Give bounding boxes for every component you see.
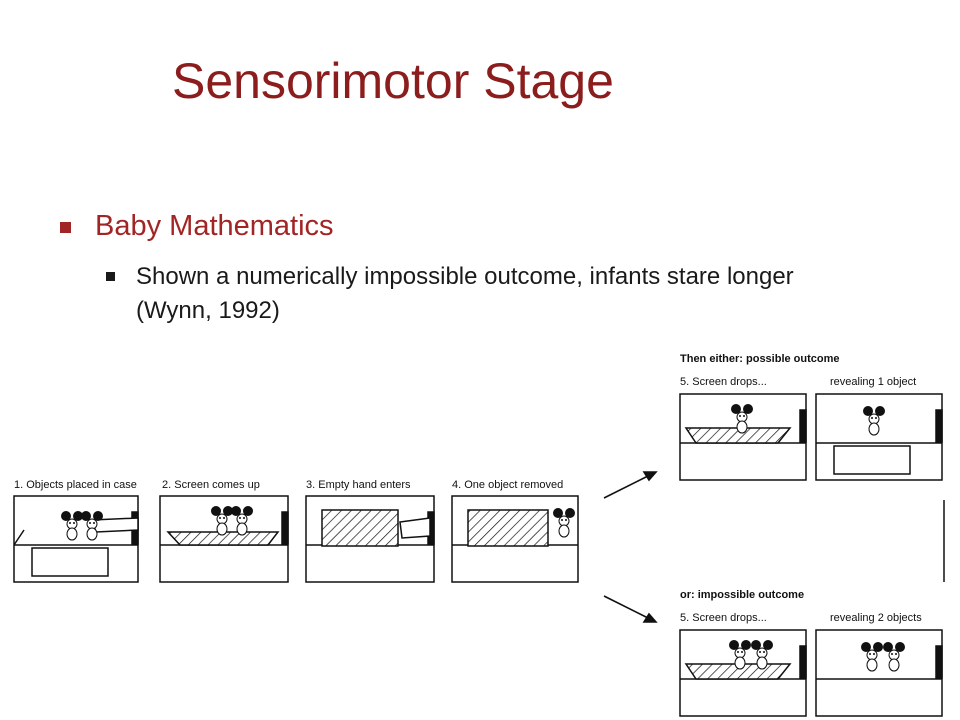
square-bullet-icon [60, 222, 71, 233]
bullet-baby-mathematics: Baby Mathematics [60, 210, 334, 243]
step-2-panel [159, 495, 289, 583]
step-3-panel [305, 495, 435, 583]
wynn-experiment-diagram: 1. Objects placed in case 2. Screen come… [13, 353, 945, 717]
slide-title: Sensorimotor Stage [172, 53, 614, 109]
sub-bullet-wynn: Shown a numerically impossible outcome, … [106, 260, 866, 328]
step-2-label: 2. Screen comes up [162, 479, 260, 491]
possible-right-label: revealing 1 object [830, 376, 916, 388]
impossible-right-label: revealing 2 objects [830, 612, 922, 624]
possible-outcome-header: Then either: possible outcome [680, 353, 840, 365]
step-1-label: 1. Objects placed in case [14, 479, 137, 491]
possible-left-panel [679, 393, 807, 481]
step-3-label: 3. Empty hand enters [306, 479, 411, 491]
bullet-text: Baby Mathematics [95, 210, 334, 242]
square-bullet-icon [106, 272, 115, 281]
step-1-panel [13, 495, 139, 583]
impossible-left-label: 5. Screen drops... [680, 612, 767, 624]
arrow-to-possible [603, 471, 658, 499]
possible-left-label: 5. Screen drops... [680, 376, 767, 388]
sub-bullet-text: Shown a numerically impossible outcome, … [136, 263, 794, 324]
impossible-outcome-header: or: impossible outcome [680, 589, 804, 601]
arrow-to-impossible [603, 595, 658, 623]
step-4-label: 4. One object removed [452, 479, 563, 491]
